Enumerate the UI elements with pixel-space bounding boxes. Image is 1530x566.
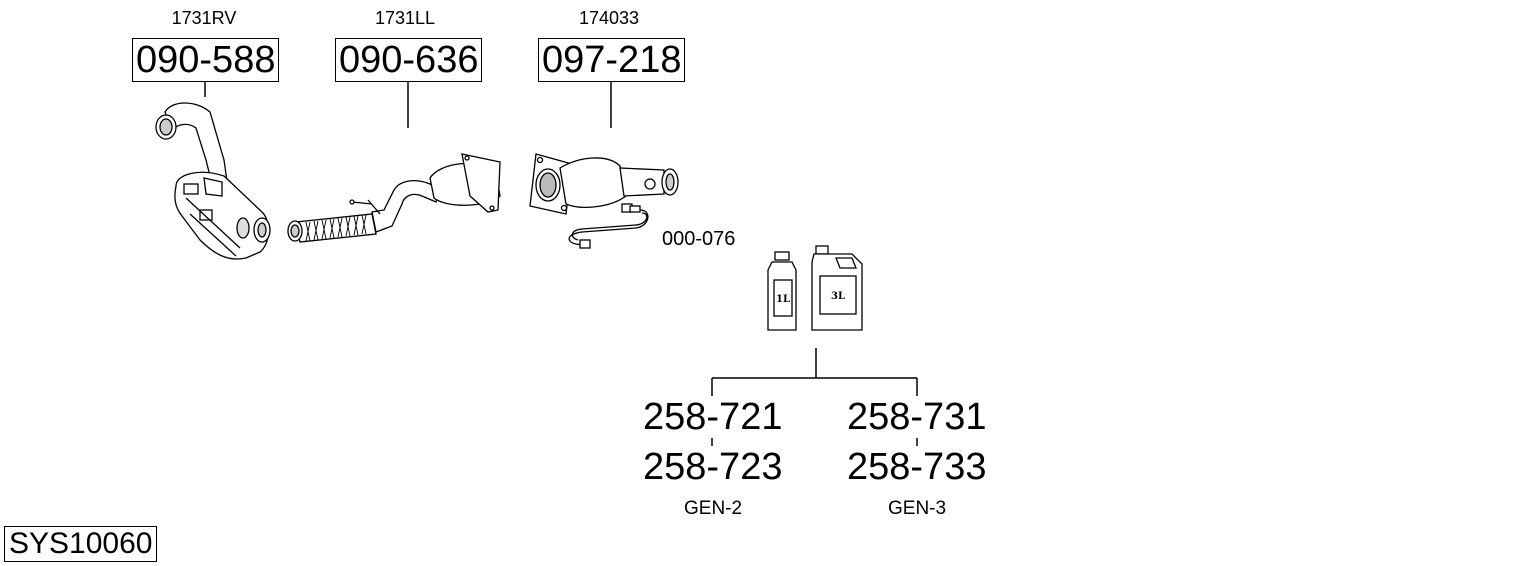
sensor-code[interactable]: 000-076 bbox=[662, 228, 736, 250]
diesel-particulate-filter-drawing bbox=[155, 102, 271, 260]
fluid-group-name-gen-3: GEN-3 bbox=[888, 498, 947, 519]
system-id-box: SYS10060 bbox=[4, 526, 158, 562]
part-code-box-1[interactable]: 090-588 bbox=[132, 38, 280, 82]
fluids-bracket bbox=[711, 348, 918, 396]
fluid-group-name-gen-2: GEN-2 bbox=[684, 498, 743, 519]
oxygen-sensor-drawing bbox=[568, 203, 649, 249]
large-canister-drawing bbox=[811, 245, 863, 331]
catalytic-converter-drawing bbox=[529, 153, 679, 215]
fluid-code-gen-3-a[interactable]: 258-731 bbox=[847, 396, 987, 438]
part-code-box-2[interactable]: 090-636 bbox=[335, 38, 483, 82]
small-bottle-label: 1L bbox=[776, 294, 790, 305]
large-canister-label: 3L bbox=[831, 291, 845, 302]
fluid-code-gen-3-b[interactable]: 258-733 bbox=[847, 446, 987, 488]
fluid-code-gen-2-b[interactable]: 258-723 bbox=[643, 446, 783, 488]
front-pipe-catalyst-drawing bbox=[287, 153, 501, 243]
fluid-code-gen-2-a[interactable]: 258-721 bbox=[643, 396, 783, 438]
part-ref-1: 1731RV bbox=[171, 8, 237, 28]
small-bottle-drawing bbox=[767, 251, 797, 331]
part-ref-2: 1731LL bbox=[374, 8, 436, 28]
part-ref-3: 174033 bbox=[578, 8, 640, 28]
part-code-box-3[interactable]: 097-218 bbox=[538, 38, 686, 82]
